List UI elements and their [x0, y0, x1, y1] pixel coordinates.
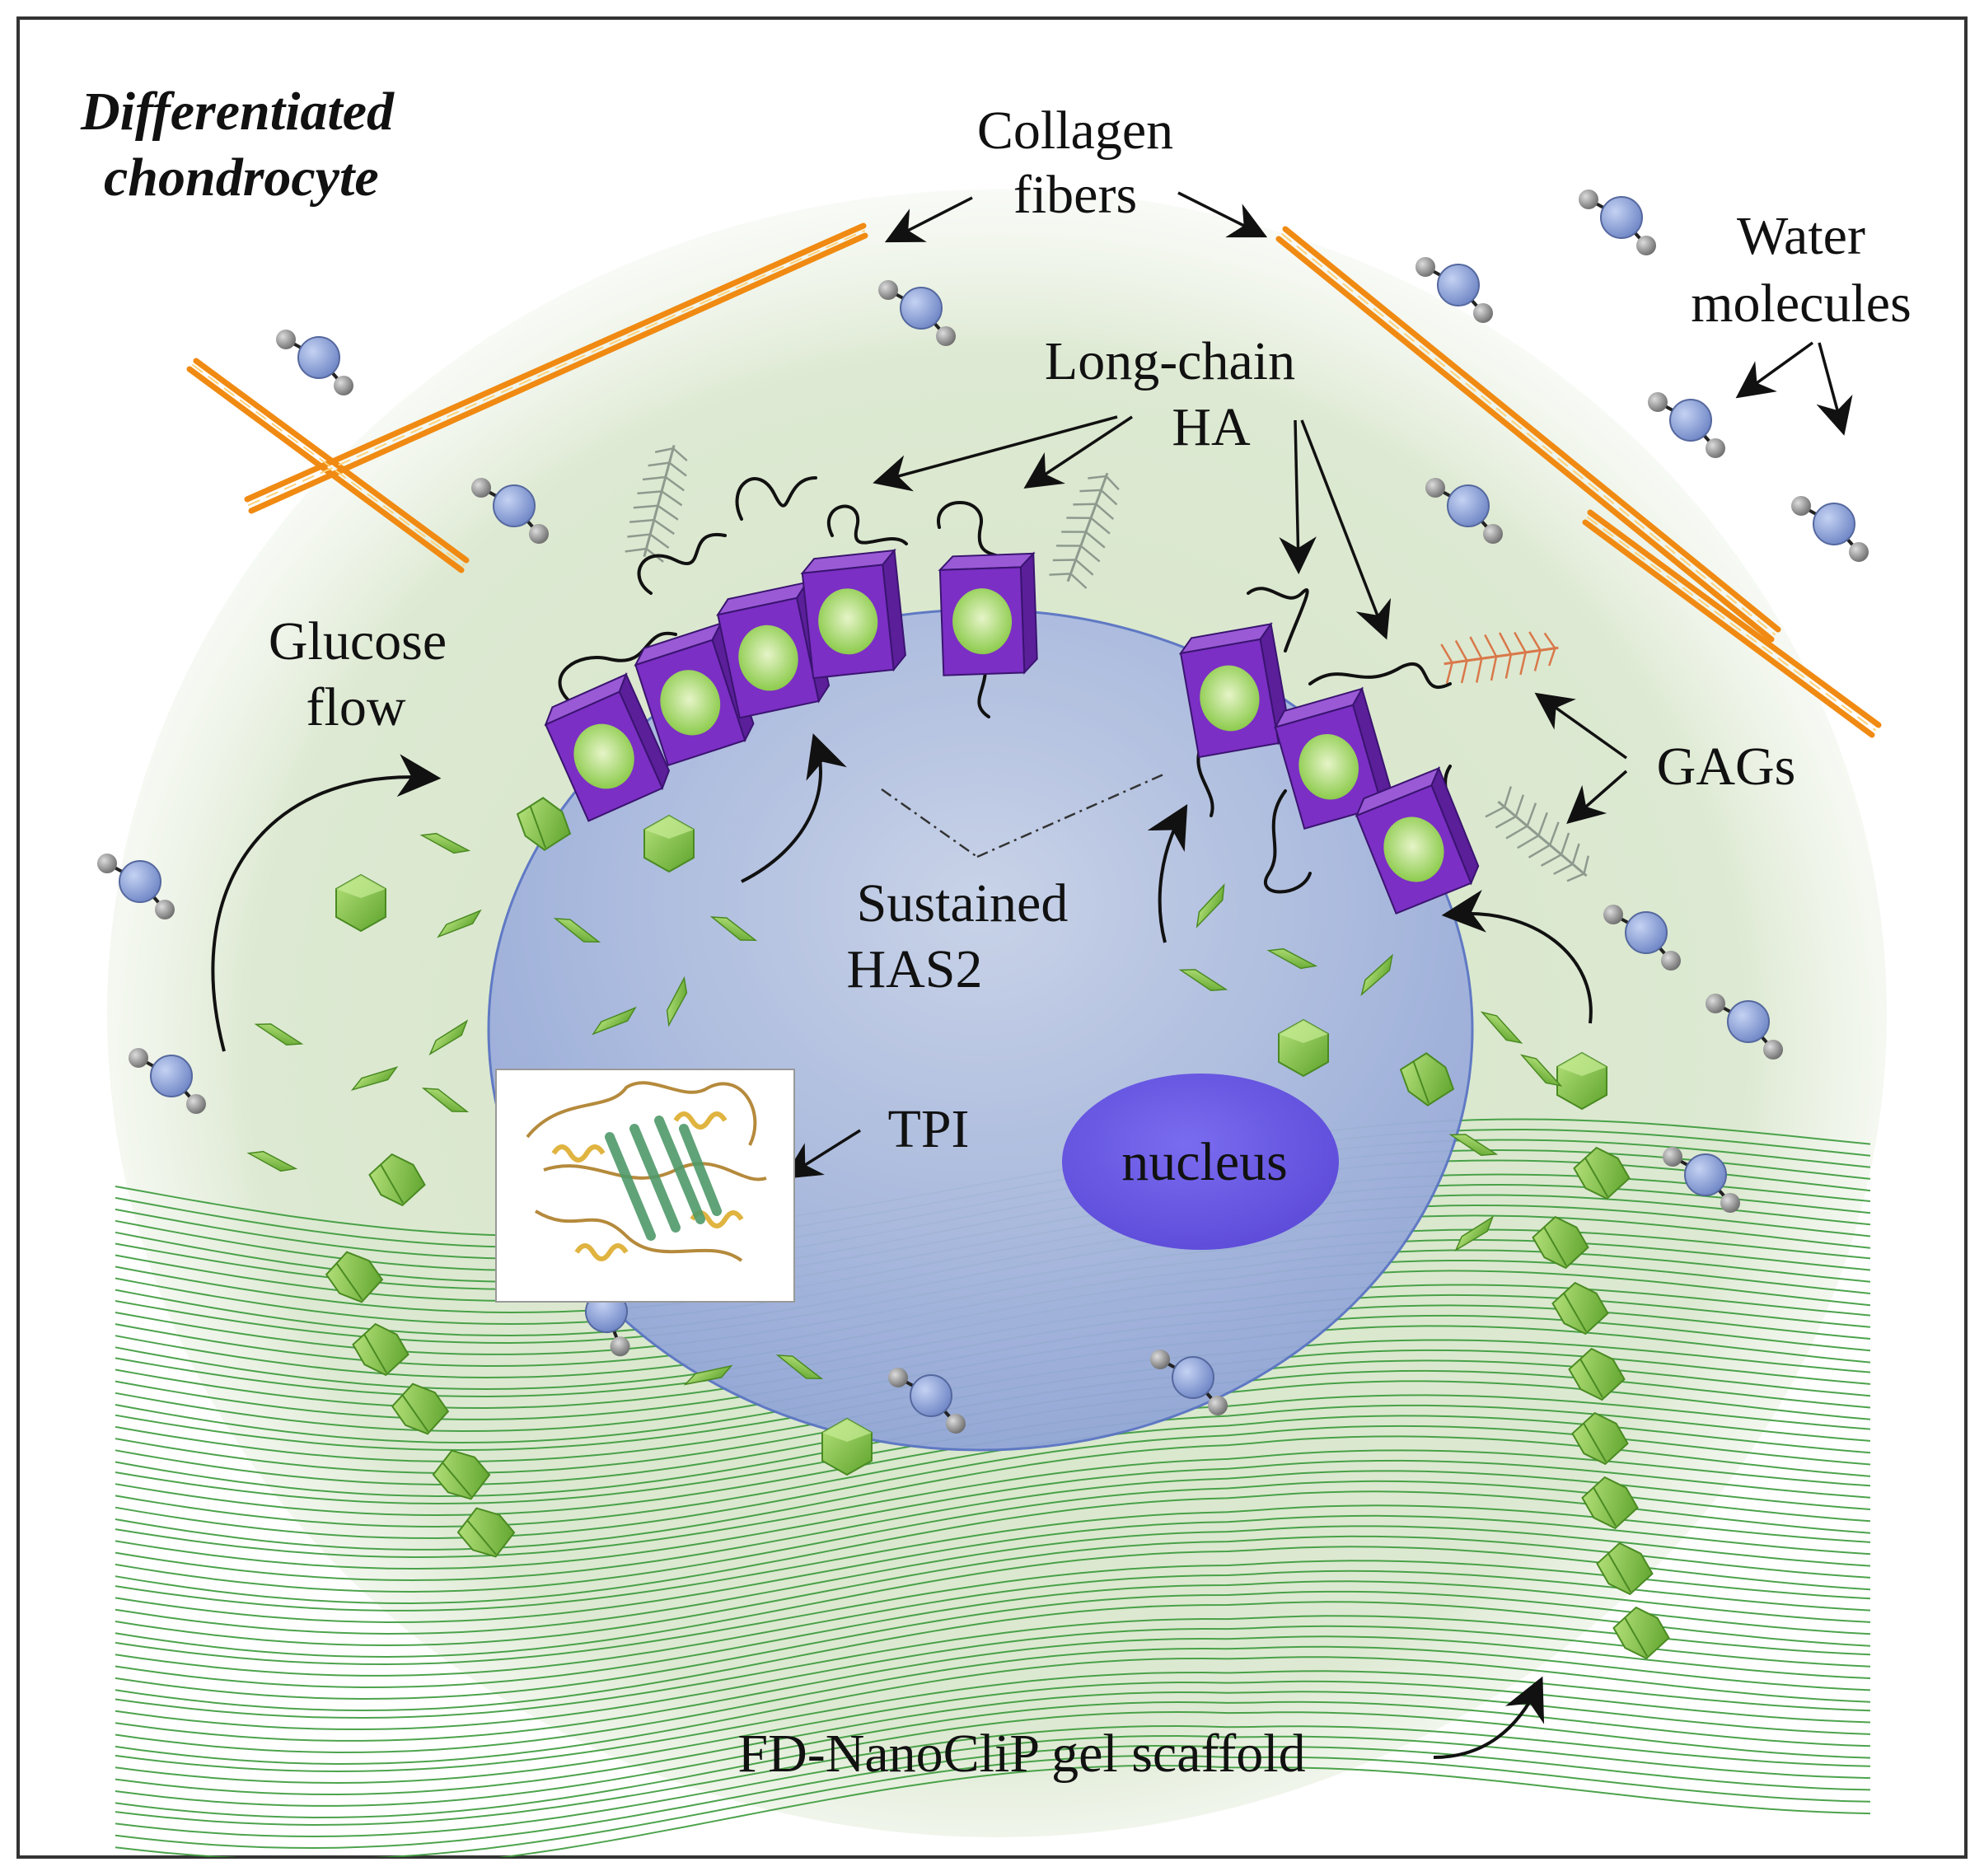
nucleus	[1062, 1074, 1339, 1250]
diagram-title-line2: chondrocyte	[104, 147, 379, 208]
scaffold-line	[115, 1535, 1871, 1647]
has2-label-line1: Sustained	[857, 873, 1069, 933]
scaffold-line	[115, 1710, 1871, 1819]
tpi-protein-structure-icon	[495, 1069, 795, 1303]
scaffold-line	[115, 1560, 1871, 1666]
scaffold-line	[115, 1525, 1871, 1635]
has2-label-line2: HAS2	[846, 939, 982, 999]
scaffold-line	[115, 1490, 1871, 1605]
gags-label: GAGs	[1657, 737, 1796, 797]
scaffold-line	[115, 1744, 1871, 1850]
scaffold-line	[115, 1734, 1871, 1838]
scaffold-line	[115, 1625, 1871, 1731]
scaffold-line	[115, 1590, 1871, 1701]
scaffold-line	[115, 1435, 1871, 1551]
scaffold-line	[115, 1449, 1871, 1559]
scaffold-line	[115, 1680, 1871, 1785]
nucleus-label: nucleus	[1121, 1132, 1288, 1192]
water-label-line1: Water	[1737, 206, 1865, 266]
scaffold-label: FD-NanoCliP gel scaffold	[737, 1724, 1305, 1784]
scaffold-line	[115, 1470, 1871, 1582]
scaffold-line	[115, 1570, 1871, 1677]
diagram-title-line1: Differentiated	[80, 82, 395, 142]
scaffold-line	[115, 1580, 1871, 1689]
collagen-label-line2: fibers	[1013, 165, 1137, 225]
glucose-label-line1: Glucose	[269, 611, 447, 671]
label-arrows	[783, 191, 1853, 1179]
scaffold-line	[115, 1459, 1871, 1570]
scaffold-line	[115, 1514, 1871, 1624]
scaffold-line	[498, 1764, 1871, 1857]
scaffold-line	[115, 1670, 1871, 1773]
has2-pointer-lines	[881, 773, 1164, 858]
scaffold-line	[115, 1645, 1871, 1754]
scaffold-line	[115, 1415, 1871, 1528]
scaffold-line	[115, 1601, 1871, 1712]
scaffold-line	[115, 1480, 1871, 1593]
scaffold-line	[115, 1754, 1871, 1857]
ha-label-line1: Long-chain	[1045, 331, 1295, 391]
scaffold-line	[115, 1635, 1871, 1742]
glucose-label-line2: flow	[306, 677, 406, 737]
scaffold-line	[115, 1504, 1871, 1612]
water-label-line2: molecules	[1691, 274, 1911, 334]
scaffold-line	[115, 1691, 1871, 1796]
collagen-fibers	[186, 222, 1882, 738]
scaffold-line	[115, 1546, 1871, 1658]
collagen-label-line1: Collagen	[977, 101, 1173, 161]
scaffold-line	[115, 1656, 1871, 1766]
scaffold-line	[115, 1724, 1871, 1827]
ha-label-line2: HA	[1172, 397, 1251, 457]
scaffold-line	[115, 1615, 1871, 1719]
tpi-label: TPI	[888, 1099, 970, 1159]
flow-arrows	[211, 733, 1593, 1759]
scaffold-line	[115, 1701, 1871, 1807]
